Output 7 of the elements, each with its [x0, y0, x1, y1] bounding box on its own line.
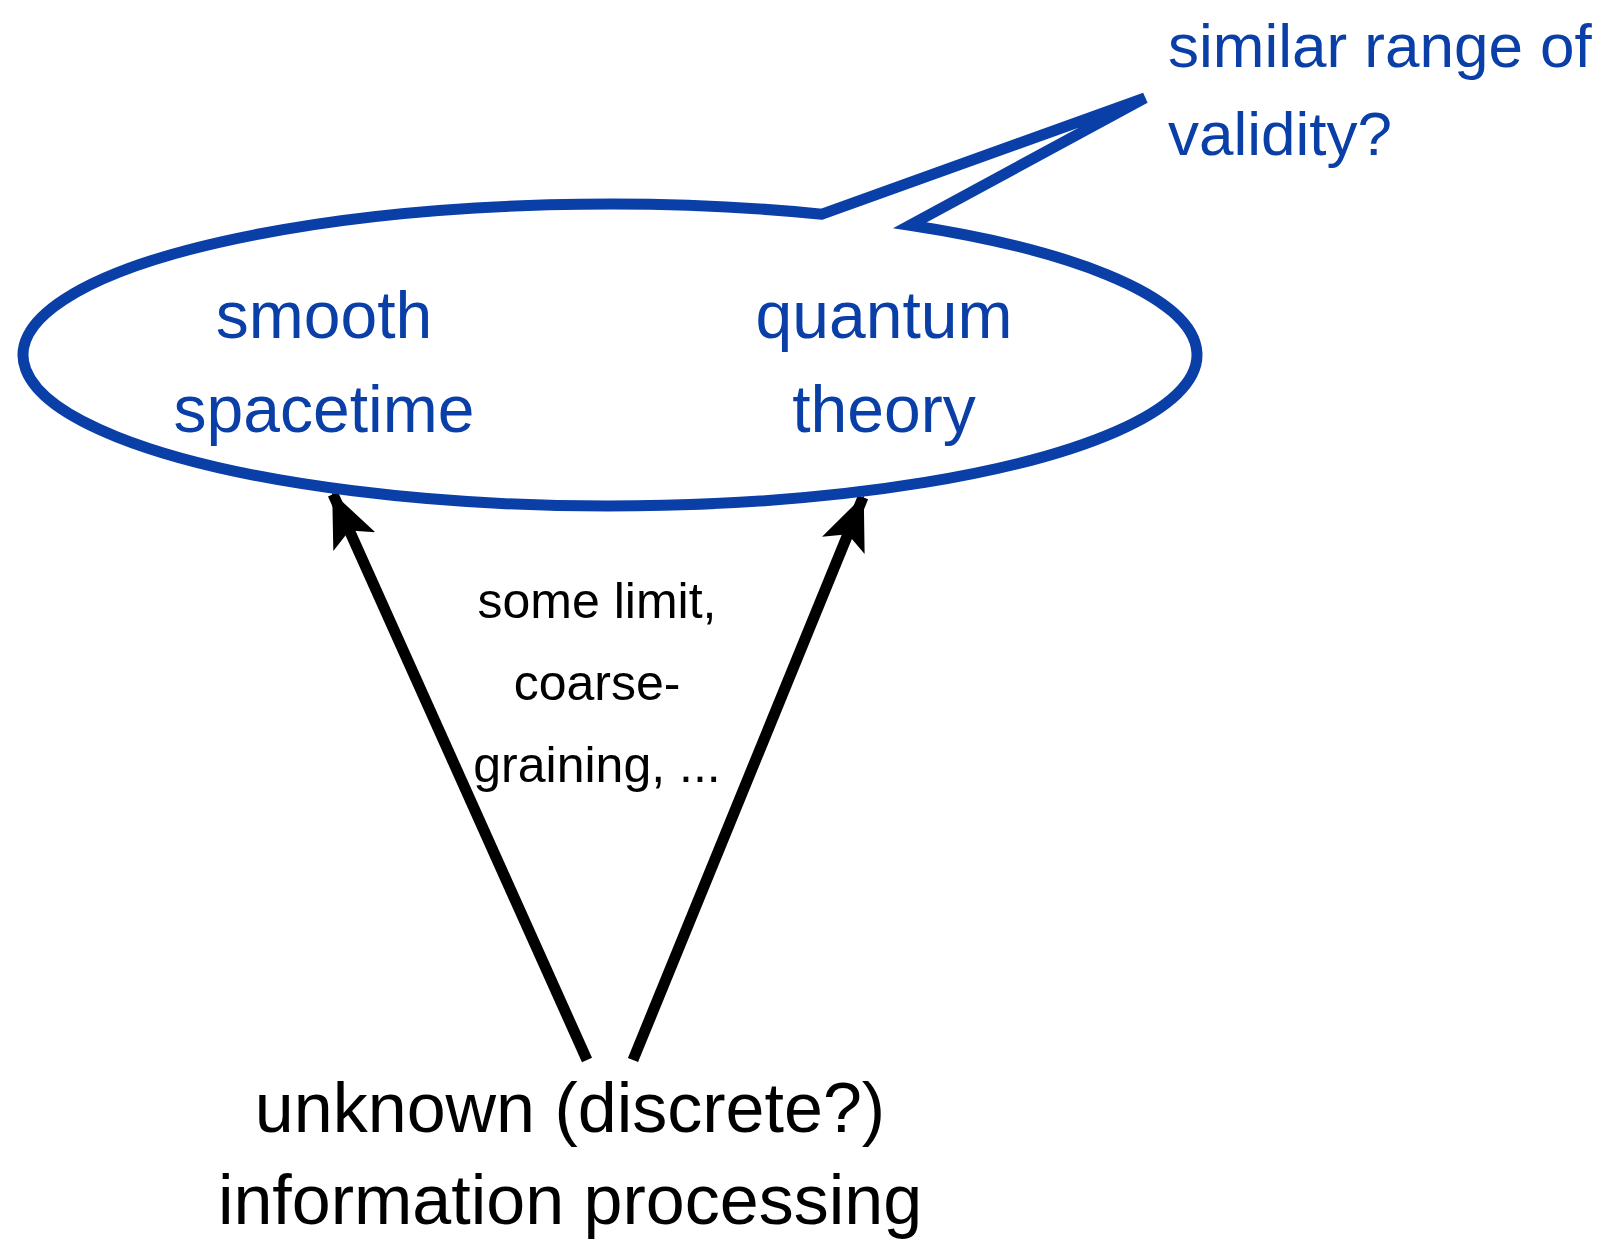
node-text: unknown (discrete?) information processing — [216, 1068, 924, 1241]
arrow — [627, 495, 869, 1063]
annotation-text: some limit, coarse-graining, ... — [472, 572, 722, 795]
arrow — [328, 491, 592, 1063]
bubble-text: smooth spacetime — [172, 277, 476, 448]
callout-text: similar range of validity? — [1168, 10, 1593, 170]
bubble-text: quantum theory — [754, 277, 1014, 448]
